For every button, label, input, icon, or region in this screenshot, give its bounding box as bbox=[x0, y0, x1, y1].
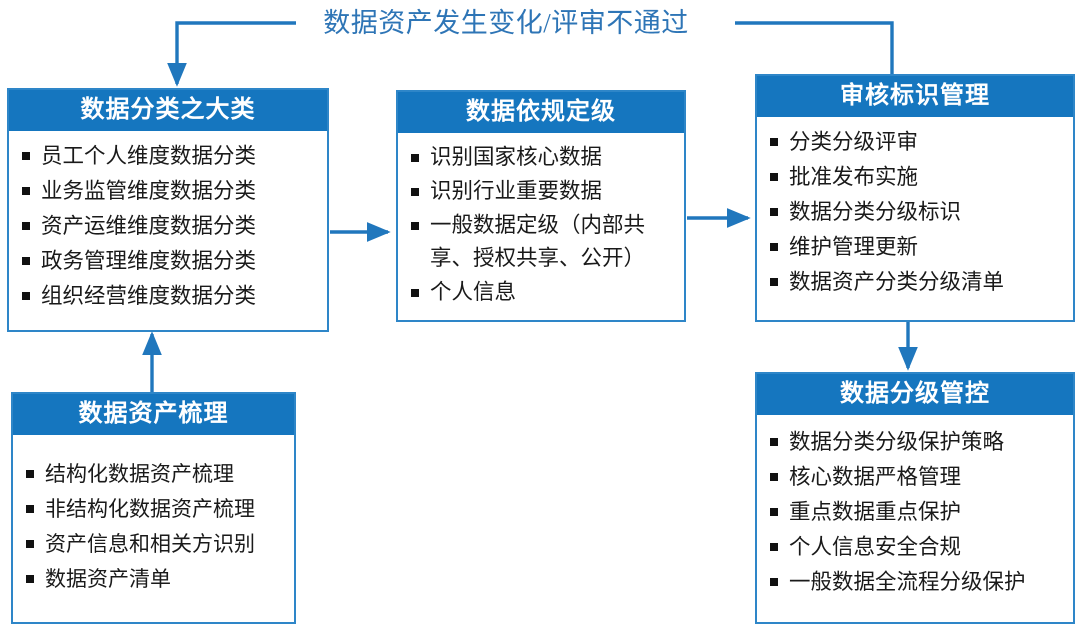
bullet-list-data-classification: 员工个人维度数据分类 业务监管维度数据分类 资产运维维度数据分类 政务管理维度数… bbox=[19, 139, 321, 313]
list-item: 批准发布实施 bbox=[767, 160, 1067, 194]
box-title-data-grading: 数据依规定级 bbox=[398, 92, 684, 133]
list-item: 资产运维维度数据分类 bbox=[19, 209, 321, 243]
list-item: 数据资产清单 bbox=[23, 562, 288, 596]
box-data-grade-control[interactable]: 数据分级管控 数据分类分级保护策略 核心数据严格管理 重点数据重点保护 个人信息… bbox=[755, 372, 1075, 624]
box-data-classification[interactable]: 数据分类之大类 员工个人维度数据分类 业务监管维度数据分类 资产运维维度数据分类… bbox=[7, 88, 329, 332]
list-item: 个人信息安全合规 bbox=[767, 530, 1067, 564]
box-body-data-classification: 员工个人维度数据分类 业务监管维度数据分类 资产运维维度数据分类 政务管理维度数… bbox=[9, 131, 327, 330]
bullet-list-data-grade-control: 数据分类分级保护策略 核心数据严格管理 重点数据重点保护 个人信息安全合规 一般… bbox=[767, 425, 1067, 599]
box-body-data-grade-control: 数据分类分级保护策略 核心数据严格管理 重点数据重点保护 个人信息安全合规 一般… bbox=[757, 415, 1073, 622]
list-item: 维护管理更新 bbox=[767, 230, 1067, 264]
list-item: 数据资产分类分级清单 bbox=[767, 265, 1067, 299]
box-title-review-labeling-management: 审核标识管理 bbox=[757, 76, 1073, 117]
list-item: 资产信息和相关方识别 bbox=[23, 527, 288, 561]
box-data-asset-inventory[interactable]: 数据资产梳理 结构化数据资产梳理 非结构化数据资产梳理 资产信息和相关方识别 数… bbox=[11, 392, 296, 624]
list-item: 政务管理维度数据分类 bbox=[19, 244, 321, 278]
list-item: 识别国家核心数据 bbox=[408, 141, 678, 174]
list-item: 个人信息 bbox=[408, 276, 678, 309]
box-title-data-classification: 数据分类之大类 bbox=[9, 90, 327, 131]
list-item: 分类分级评审 bbox=[767, 125, 1067, 159]
box-body-review-labeling-management: 分类分级评审 批准发布实施 数据分类分级标识 维护管理更新 数据资产分类分级清单 bbox=[757, 117, 1073, 320]
list-item: 数据分类分级保护策略 bbox=[767, 425, 1067, 459]
list-item: 一般数据全流程分级保护 bbox=[767, 565, 1067, 599]
box-title-data-grade-control: 数据分级管控 bbox=[757, 374, 1073, 415]
bullet-list-data-grading: 识别国家核心数据 识别行业重要数据 一般数据定级（内部共享、授权共享、公开） 个… bbox=[408, 141, 678, 309]
list-item: 结构化数据资产梳理 bbox=[23, 457, 288, 491]
bullet-list-review-labeling-management: 分类分级评审 批准发布实施 数据分类分级标识 维护管理更新 数据资产分类分级清单 bbox=[767, 125, 1067, 299]
list-item: 业务监管维度数据分类 bbox=[19, 174, 321, 208]
box-data-grading[interactable]: 数据依规定级 识别国家核心数据 识别行业重要数据 一般数据定级（内部共享、授权共… bbox=[396, 90, 686, 322]
list-item: 非结构化数据资产梳理 bbox=[23, 492, 288, 526]
box-body-data-grading: 识别国家核心数据 识别行业重要数据 一般数据定级（内部共享、授权共享、公开） 个… bbox=[398, 133, 684, 320]
list-item: 重点数据重点保护 bbox=[767, 495, 1067, 529]
bullet-list-data-asset-inventory: 结构化数据资产梳理 非结构化数据资产梳理 资产信息和相关方识别 数据资产清单 bbox=[23, 457, 288, 596]
list-item: 员工个人维度数据分类 bbox=[19, 139, 321, 173]
list-item: 组织经营维度数据分类 bbox=[19, 279, 321, 313]
box-review-labeling-management[interactable]: 审核标识管理 分类分级评审 批准发布实施 数据分类分级标识 维护管理更新 数据资… bbox=[755, 74, 1075, 322]
feedback-condition-label: 数据资产发生变化/评审不通过 bbox=[323, 8, 689, 38]
box-body-data-asset-inventory: 结构化数据资产梳理 非结构化数据资产梳理 资产信息和相关方识别 数据资产清单 bbox=[13, 435, 294, 622]
list-item: 一般数据定级（内部共享、授权共享、公开） bbox=[408, 209, 678, 275]
list-item: 数据分类分级标识 bbox=[767, 195, 1067, 229]
list-item: 核心数据严格管理 bbox=[767, 460, 1067, 494]
box-title-data-asset-inventory: 数据资产梳理 bbox=[13, 394, 294, 435]
list-item: 识别行业重要数据 bbox=[408, 175, 678, 208]
